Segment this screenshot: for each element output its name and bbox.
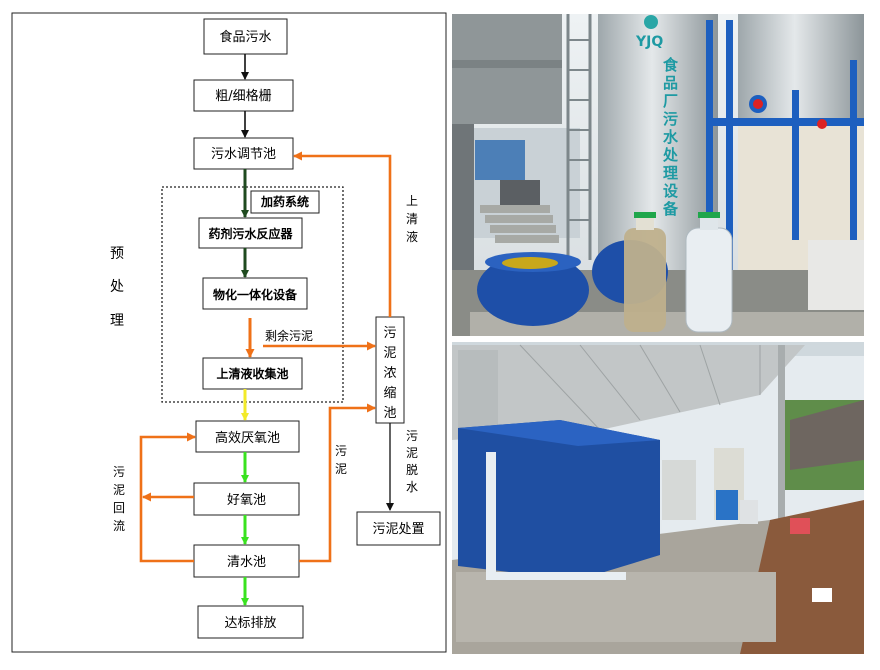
thickening-char-2: 泥	[383, 346, 396, 361]
box-sludge-disposal-label: 污泥处置	[372, 522, 424, 537]
photo-integrated-plant	[452, 342, 864, 654]
label-sludge-return: 污 泥 回 流	[113, 465, 125, 533]
integrated-treatment-unit	[458, 420, 660, 580]
box-equalization-tank-label: 污水调节池	[211, 147, 276, 162]
box-sludge-thickening-tank: 污 泥 浓 缩 池	[375, 316, 405, 424]
label-pretreatment: 预 处 理	[110, 246, 124, 329]
box-screens: 粗/细格栅	[193, 79, 294, 112]
tank-char-2: 品	[663, 74, 678, 92]
pretreatment-char-1: 预	[110, 246, 124, 262]
box-integrated-equipment: 物化一体化设备	[202, 277, 308, 310]
arrow-clear-to-thickening	[299, 403, 376, 563]
box-discharge: 达标排放	[197, 605, 304, 639]
tank-char-7: 理	[663, 164, 678, 182]
photo-equipment-tanks: YJQ 食 品 厂 污 水 处 理 设 备	[452, 14, 864, 336]
dewatering-char-3: 脱	[406, 462, 418, 477]
sludge-char-1: 污	[335, 444, 347, 458]
box-food-wastewater: 食品污水	[203, 18, 288, 55]
tank-char-3: 厂	[663, 92, 678, 110]
box-screens-label: 粗/细格栅	[215, 88, 271, 104]
tank-char-5: 水	[663, 128, 679, 146]
label-sludge-dewatering: 污 泥 脱 水	[406, 429, 418, 494]
thickening-char-4: 缩	[383, 385, 396, 401]
box-aerobic-tank-label: 好氧池	[227, 493, 266, 508]
box-dosing-system-label: 加药系统	[260, 194, 309, 209]
return-char-3: 回	[113, 501, 125, 515]
thickening-char-5: 池	[383, 406, 396, 421]
box-aerobic-tank: 好氧池	[193, 482, 300, 516]
box-sludge-disposal: 污泥处置	[356, 511, 441, 546]
box-supernatant-tank-label: 上清液收集池	[216, 366, 288, 381]
tank-char-4: 污	[663, 110, 678, 128]
box-anaerobic-tank-label: 高效厌氧池	[215, 430, 280, 446]
box-dosing-system: 加药系统	[250, 190, 320, 214]
tank-char-8: 设	[663, 182, 678, 200]
box-equalization-tank: 污水调节池	[193, 137, 294, 170]
return-char-2: 泥	[113, 483, 125, 497]
return-char-4: 流	[113, 519, 125, 533]
thickening-char-3: 浓	[383, 366, 396, 381]
pretreatment-char-3: 理	[110, 313, 124, 329]
label-excess-sludge: 剩余污泥	[265, 328, 313, 343]
dewatering-char-2: 泥	[406, 446, 418, 460]
box-reactor: 药剂污水反应器	[198, 217, 303, 249]
supernatant-char-2: 清	[406, 212, 418, 226]
arrow-sludge-return-loop	[139, 432, 196, 563]
label-supernatant: 上 清 液	[406, 194, 418, 244]
sample-bottles	[624, 212, 733, 333]
tank-char-6: 处	[662, 146, 679, 164]
label-sludge: 污 泥	[335, 444, 347, 476]
box-supernatant-tank: 上清液收集池	[202, 357, 303, 390]
tank-logo: YJQ	[635, 15, 663, 50]
box-anaerobic-tank: 高效厌氧池	[195, 420, 300, 453]
box-integrated-equipment-label: 物化一体化设备	[213, 287, 298, 302]
tank-text: 食 品 厂 污 水 处 理 设 备	[662, 56, 679, 218]
thickening-char-1: 污	[383, 326, 396, 341]
pretreatment-char-2: 处	[110, 279, 124, 295]
supernatant-char-1: 上	[406, 194, 418, 208]
box-clear-water-tank-label: 清水池	[227, 555, 266, 570]
flow-diagram: 食品污水 粗/细格栅 污水调节池 加药系统 药剂污水反应器 物化一体化设备 上清…	[11, 12, 447, 653]
dewatering-char-4: 水	[406, 480, 418, 494]
box-clear-water-tank: 清水池	[193, 544, 300, 578]
sludge-char-2: 泥	[335, 462, 347, 476]
tank-logo-text: YJQ	[635, 34, 663, 50]
box-food-wastewater-label: 食品污水	[219, 29, 271, 45]
return-char-1: 污	[113, 465, 125, 479]
arrow-supernatant-return	[293, 151, 392, 317]
dewatering-char-1: 污	[406, 429, 418, 443]
pretreatment-region	[161, 186, 344, 403]
supernatant-char-3: 液	[406, 229, 418, 244]
box-discharge-label: 达标排放	[224, 616, 276, 631]
tank-char-9: 备	[662, 200, 679, 218]
box-reactor-label: 药剂污水反应器	[208, 226, 293, 241]
tank-char-1: 食	[663, 56, 679, 74]
